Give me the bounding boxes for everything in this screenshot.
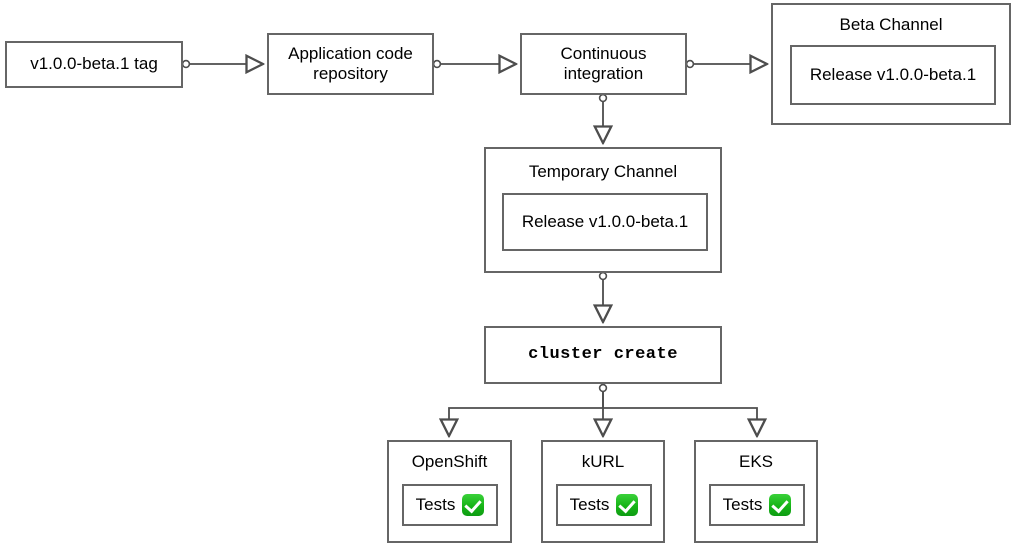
check-mark-button-icon	[462, 494, 485, 516]
edge-tag-to-repo	[181, 61, 263, 68]
openshift-tests-label: Tests	[415, 495, 456, 514]
group-eks-title: EKS	[738, 452, 774, 471]
group-openshift[interactable]: OpenShift Tests	[387, 440, 512, 543]
eks-tests-label: Tests	[722, 495, 763, 514]
beta-channel-release-box[interactable]: Release v1.0.0-beta.1	[790, 45, 996, 105]
eks-tests-cell: Tests	[723, 494, 792, 516]
group-openshift-title: OpenShift	[411, 452, 488, 471]
node-application-code-repository[interactable]: Application code repository	[267, 33, 434, 95]
kurl-tests-cell: Tests	[570, 494, 639, 516]
temporary-channel-release-label: Release v1.0.0-beta.1	[521, 212, 689, 231]
node-continuous-integration[interactable]: Continuous integration	[520, 33, 687, 95]
group-beta-channel-title: Beta Channel	[839, 15, 943, 34]
node-cluster-create-label: cluster create	[528, 344, 678, 364]
node-cluster-create[interactable]: cluster create	[484, 326, 722, 384]
node-tag-label: v1.0.0-beta.1 tag	[30, 54, 158, 74]
group-beta-channel[interactable]: Beta Channel Release v1.0.0-beta.1	[771, 3, 1011, 125]
beta-channel-release-label: Release v1.0.0-beta.1	[809, 65, 977, 84]
eks-tests-box[interactable]: Tests	[709, 484, 805, 526]
kurl-tests-box[interactable]: Tests	[556, 484, 652, 526]
temporary-channel-release-box[interactable]: Release v1.0.0-beta.1	[502, 193, 708, 251]
edge-cluster-create-to-openshift	[449, 383, 608, 436]
kurl-tests-label: Tests	[569, 495, 610, 514]
group-kurl[interactable]: kURL Tests	[541, 440, 665, 543]
node-continuous-integration-label: Continuous integration	[560, 43, 647, 83]
check-mark-button-icon	[616, 494, 639, 516]
edge-ci-to-temporary-channel	[600, 93, 607, 143]
edge-ci-to-beta-channel	[685, 61, 767, 68]
check-mark-button-icon	[769, 494, 792, 516]
group-temporary-channel[interactable]: Temporary Channel Release v1.0.0-beta.1	[484, 147, 722, 273]
group-kurl-title: kURL	[581, 452, 625, 471]
node-tag[interactable]: v1.0.0-beta.1 tag	[5, 41, 183, 88]
edge-repo-to-ci	[432, 61, 516, 68]
group-eks[interactable]: EKS Tests	[694, 440, 818, 543]
group-temporary-channel-title: Temporary Channel	[528, 162, 678, 181]
edge-cluster-create-to-eks	[603, 407, 757, 436]
edge-temporary-channel-to-cluster-create	[600, 271, 607, 322]
openshift-tests-box[interactable]: Tests	[402, 484, 498, 526]
node-application-code-repository-label: Application code repository	[288, 43, 413, 83]
openshift-tests-cell: Tests	[416, 494, 485, 516]
